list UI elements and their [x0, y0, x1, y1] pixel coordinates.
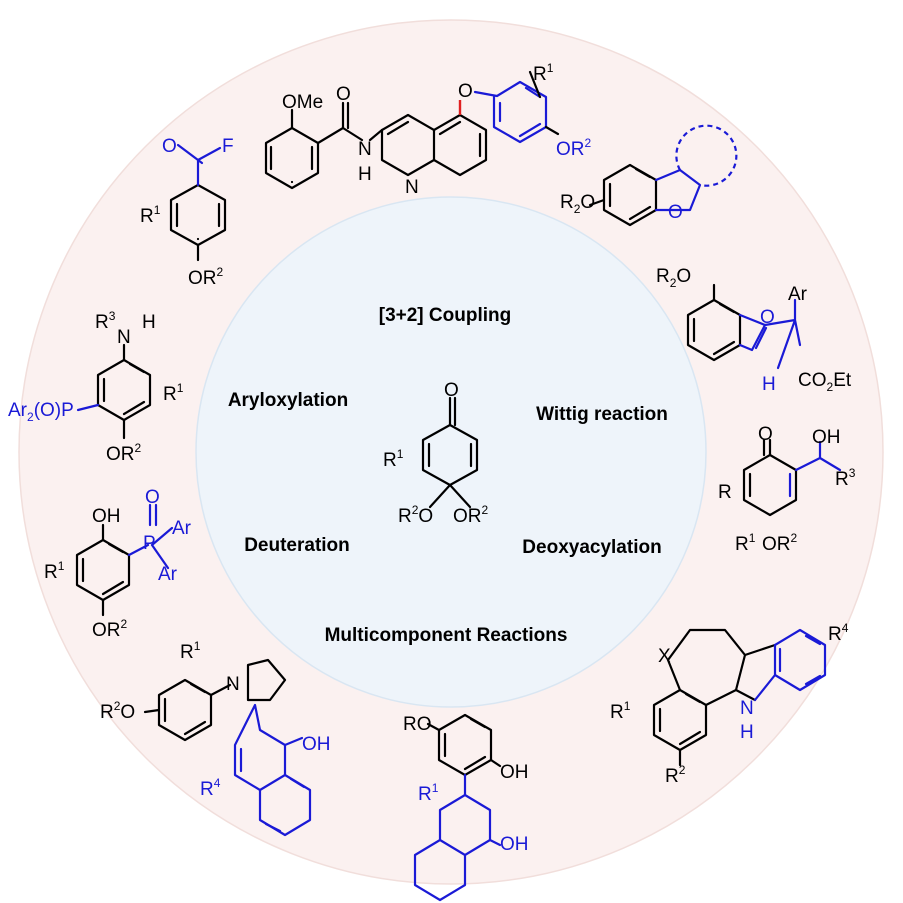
label-aryloxylation: Aryloxylation	[228, 390, 348, 411]
svg-text:R3: R3	[95, 309, 116, 333]
aminoquinoline-ether-structure: OMe O N H N O R1 OR2	[264, 61, 592, 198]
svg-text:R: R	[718, 482, 732, 503]
svg-text:OH: OH	[92, 506, 121, 527]
svg-text:OR2: OR2	[556, 136, 592, 160]
svg-text:R1: R1	[383, 447, 404, 471]
label-multicomponent: Multicomponent Reactions	[325, 625, 568, 646]
svg-text:R4: R4	[200, 776, 221, 800]
svg-text:OR2: OR2	[188, 265, 224, 289]
svg-text:R1: R1	[735, 531, 756, 555]
svg-text:R1: R1	[163, 381, 184, 405]
acyl-fluoride-structure: O F R1 OR2	[140, 136, 234, 289]
svg-text:H: H	[358, 164, 372, 185]
pyrrolidinyl-naphthol-structure: R1 R2O N OH R4	[100, 639, 331, 837]
inner-circle	[195, 196, 707, 708]
svg-text:OR2: OR2	[762, 531, 798, 555]
svg-text:Ar2(O)P: Ar2(O)P	[8, 400, 74, 424]
svg-text:N: N	[358, 139, 372, 160]
svg-text:R3: R3	[835, 466, 856, 490]
svg-text:Ar: Ar	[172, 518, 192, 539]
svg-text:F: F	[222, 136, 234, 157]
svg-text:P: P	[143, 533, 156, 554]
svg-text:O: O	[668, 202, 683, 223]
svg-text:N: N	[117, 327, 131, 348]
svg-text:H: H	[142, 312, 156, 333]
svg-text:OR2: OR2	[106, 441, 142, 465]
svg-text:R1: R1	[418, 781, 439, 805]
svg-text:N: N	[226, 674, 240, 695]
svg-text:O: O	[458, 81, 473, 102]
svg-text:R4: R4	[828, 621, 849, 645]
phosphinyl-phenol-structure: OH O P Ar Ar R1 OR2	[44, 487, 192, 641]
svg-text:O: O	[145, 487, 160, 508]
svg-text:OH: OH	[500, 834, 529, 855]
svg-text:H: H	[762, 374, 776, 395]
svg-text:R1: R1	[44, 559, 65, 583]
svg-text:RO: RO	[403, 714, 432, 735]
svg-text:R1: R1	[533, 61, 554, 85]
svg-text:X: X	[658, 646, 671, 667]
svg-text:OH: OH	[812, 427, 841, 448]
label-deuteration: Deuteration	[244, 535, 350, 556]
center-o: O	[444, 380, 459, 401]
dihydrobenzofuran-structure: R2O O	[560, 124, 738, 227]
svg-text:N: N	[405, 177, 419, 198]
svg-text:R2O: R2O	[656, 266, 691, 290]
svg-text:R1: R1	[610, 699, 631, 723]
svg-text:Ar: Ar	[158, 564, 178, 585]
svg-text:O: O	[758, 424, 773, 445]
svg-text:H: H	[740, 722, 754, 743]
svg-text:OH: OH	[500, 762, 529, 783]
fused-indoline-structure: X R4 N H R1 R2	[610, 621, 849, 787]
svg-text:O: O	[162, 136, 177, 157]
svg-text:OH: OH	[302, 734, 331, 755]
svg-text:N: N	[740, 698, 754, 719]
aminoaryl-phosphine-oxide-structure: R3 N H R1 Ar2(O)P OR2	[8, 309, 184, 465]
svg-text:R2O: R2O	[398, 503, 433, 527]
hydroxyalkyl-enone-structure: O OH R3 R R1 OR2	[718, 424, 856, 555]
svg-text:O: O	[760, 307, 775, 328]
svg-text:R2O: R2O	[100, 699, 135, 723]
label-3-2-coupling: [3+2] Coupling	[379, 305, 511, 326]
svg-text:R2: R2	[665, 763, 686, 787]
biaryl-diol-structure: RO OH OH R1	[403, 713, 529, 902]
svg-text:R1: R1	[140, 203, 161, 227]
svg-text:CO2Et: CO2Et	[798, 370, 852, 394]
label-deoxyacylation: Deoxyacylation	[522, 537, 661, 558]
svg-text:R1: R1	[180, 639, 201, 663]
svg-text:OR2: OR2	[92, 617, 128, 641]
svg-text:O: O	[336, 84, 351, 105]
benzofuran-ester-structure: R2O O Ar H CO2Et	[656, 266, 852, 395]
center-quinone-ketal: O R1 R2O OR2	[383, 380, 489, 527]
svg-text:Ar: Ar	[788, 284, 808, 305]
label-wittig: Wittig reaction	[536, 404, 668, 425]
svg-text:OMe: OMe	[282, 92, 323, 113]
svg-text:R2O: R2O	[560, 192, 595, 216]
svg-text:OR2: OR2	[453, 503, 489, 527]
